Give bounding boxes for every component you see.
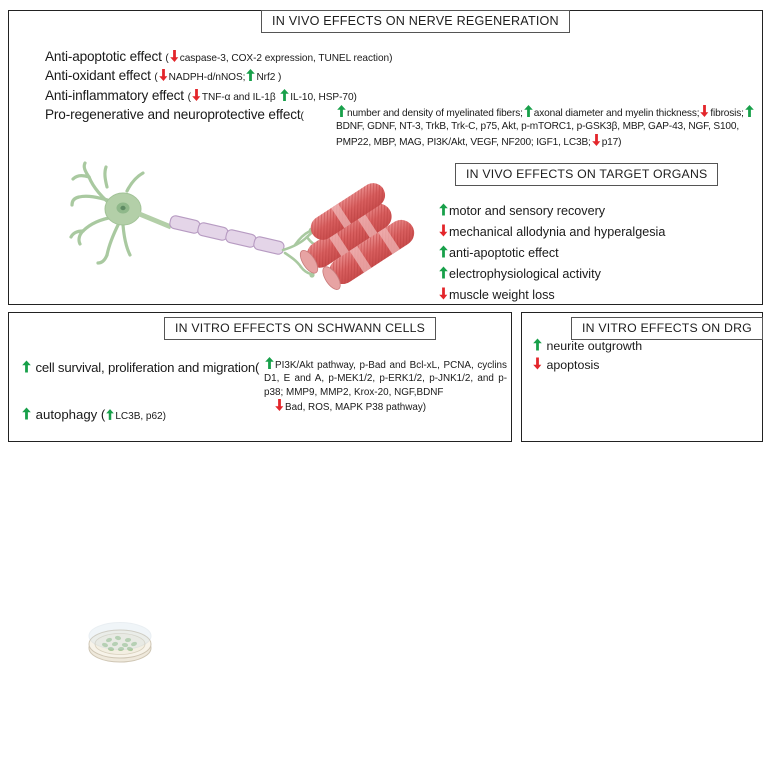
target-organ-item: electrophysiological activity bbox=[438, 264, 665, 285]
drg-item: neurite outgrowth bbox=[532, 337, 642, 356]
target-organ-label: motor and sensory recovery bbox=[449, 204, 606, 218]
up-arrow-icon bbox=[246, 69, 256, 82]
effect-paren-open: ( bbox=[187, 91, 191, 103]
in-vivo-effects-list: Anti-apoptotic effect ( caspase-3, COX-2 … bbox=[45, 47, 755, 148]
up-arrow-icon bbox=[22, 360, 31, 373]
effect-label: Anti-apoptotic effect bbox=[45, 49, 162, 64]
down-arrow-icon bbox=[275, 399, 284, 412]
up-arrow-icon bbox=[106, 409, 115, 420]
target-organ-item: mechanical allodynia and hyperalgesia bbox=[438, 222, 665, 243]
up-arrow-icon bbox=[265, 357, 274, 369]
pro-segment: axonal diameter and myelin thickness; bbox=[533, 107, 700, 119]
effect-row-anti-inflammatory: Anti-inflammatory effect ( TNF-α and IL-1… bbox=[45, 86, 755, 105]
panel-in-vitro-drg: IN VITRO EFFECTS ON DRG neurite outgrowt… bbox=[521, 312, 763, 442]
schwann-main-label: cell survival, proliferation and migrati… bbox=[35, 360, 256, 375]
up-arrow-icon bbox=[439, 203, 448, 216]
drg-effects-list: neurite outgrowth apoptosis bbox=[532, 337, 642, 375]
target-organ-label: electrophysiological activity bbox=[449, 266, 601, 281]
title-in-vitro-drg: IN VITRO EFFECTS ON DRG bbox=[571, 317, 763, 340]
pro-regenerative-detail: number and density of myelinated fibers;… bbox=[336, 104, 756, 149]
down-arrow-icon bbox=[192, 88, 201, 101]
effect-label: Anti-oxidant effect bbox=[45, 68, 151, 84]
pro-segment: BDNF, GDNF, NT-3, TrkB, Trk-C, p75, Akt,… bbox=[336, 121, 740, 148]
effect-paren-open: ( bbox=[300, 110, 304, 122]
up-arrow-icon bbox=[439, 245, 448, 258]
down-arrow-icon bbox=[533, 357, 542, 370]
effect-detail: IL-10, HSP-70) bbox=[290, 91, 357, 103]
title-in-vitro-schwann-cells: IN VITRO EFFECTS ON SCHWANN CELLS bbox=[164, 317, 437, 340]
schwann-main-effect: cell survival, proliferation and migrati… bbox=[21, 359, 259, 376]
schwann-detail-down-row: Bad, ROS, MAPK P38 pathway) bbox=[264, 399, 507, 414]
drg-item-label: neurite outgrowth bbox=[546, 339, 643, 353]
pro-segment: number and density of myelinated fibers; bbox=[347, 107, 523, 119]
effect-label: Pro-regenerative and neuroprotective eff… bbox=[45, 106, 301, 122]
schwann-detail-up: PI3K/Akt pathway, p-Bad and Bcl-xL, PCNA… bbox=[264, 360, 507, 398]
up-arrow-icon bbox=[280, 88, 290, 101]
drg-item: apoptosis bbox=[532, 356, 642, 375]
down-arrow-icon bbox=[169, 50, 179, 62]
target-organs-list: motor and sensory recovery mechanical al… bbox=[438, 201, 665, 305]
effect-detail: Nrf2 ) bbox=[256, 72, 282, 84]
drg-item-label: apoptosis bbox=[546, 358, 600, 373]
target-organ-label: mechanical allodynia and hyperalgesia bbox=[449, 224, 666, 239]
pro-segment: p17) bbox=[601, 136, 622, 148]
effect-row-pro-regenerative: Pro-regenerative and neuroprotective eff… bbox=[45, 104, 755, 148]
down-arrow-icon bbox=[158, 69, 168, 82]
target-organ-label: muscle weight loss bbox=[449, 287, 555, 302]
effect-label: Anti-inflammatory effect bbox=[45, 87, 184, 103]
schwann-paren-open: ( bbox=[255, 360, 260, 375]
myelinated-neuron-illustration bbox=[69, 161, 329, 278]
schwann-autophagy-detail: LC3B, p62) bbox=[115, 411, 166, 422]
pro-segment: fibrosis; bbox=[710, 107, 744, 119]
target-organ-item: anti-apoptotic effect bbox=[438, 243, 665, 264]
up-arrow-icon bbox=[745, 104, 754, 117]
skeletal-muscle-fibers-illustration bbox=[299, 183, 415, 290]
schwann-autophagy-row: autophagy ( LC3B, p62) bbox=[21, 407, 166, 422]
schwann-autophagy-label: autophagy ( bbox=[35, 407, 106, 422]
panel-in-vitro-schwann-cells: IN VITRO EFFECTS ON SCHWANN CELLS cell s… bbox=[8, 312, 512, 663]
up-arrow-icon bbox=[439, 266, 448, 279]
up-arrow-icon bbox=[337, 104, 346, 117]
title-in-vivo-target-organs: IN VIVO EFFECTS ON TARGET ORGANS bbox=[455, 163, 719, 186]
up-arrow-icon bbox=[533, 338, 542, 351]
up-arrow-icon bbox=[523, 104, 533, 117]
down-arrow-icon bbox=[439, 224, 448, 237]
panel-in-vivo-nerve-regeneration: IN VIVO EFFECTS ON NERVE REGENERATION bbox=[8, 10, 763, 305]
effect-detail: TNF-α and IL-1β bbox=[201, 91, 276, 103]
title-in-vivo-nerve-regeneration: IN VIVO EFFECTS ON NERVE REGENERATION bbox=[261, 10, 570, 33]
up-arrow-icon bbox=[22, 407, 31, 420]
target-organ-item: muscle weight loss bbox=[438, 285, 665, 306]
effect-detail: NADPH-d/nNOS; bbox=[168, 72, 246, 84]
down-arrow-icon bbox=[439, 287, 448, 300]
effect-row-anti-apoptotic: Anti-apoptotic effect ( caspase-3, COX-2 … bbox=[45, 47, 755, 66]
petri-dish-cell-culture-illustration bbox=[88, 622, 152, 663]
down-arrow-icon bbox=[591, 133, 601, 146]
effect-row-anti-oxidant: Anti-oxidant effect ( NADPH-d/nNOS; Nrf2 ) bbox=[45, 66, 755, 85]
effect-paren-open: ( bbox=[165, 53, 169, 64]
target-organ-item: motor and sensory recovery bbox=[438, 201, 665, 222]
effect-paren-open: ( bbox=[154, 72, 158, 84]
schwann-detail: PI3K/Akt pathway, p-Bad and Bcl-xL, PCNA… bbox=[264, 357, 507, 415]
down-arrow-icon bbox=[700, 104, 709, 117]
target-organ-label: anti-apoptotic effect bbox=[449, 245, 559, 260]
effect-detail: caspase-3, COX-2 expression, TUNEL react… bbox=[179, 53, 393, 64]
schwann-detail-down: Bad, ROS, MAPK P38 pathway) bbox=[285, 402, 427, 414]
